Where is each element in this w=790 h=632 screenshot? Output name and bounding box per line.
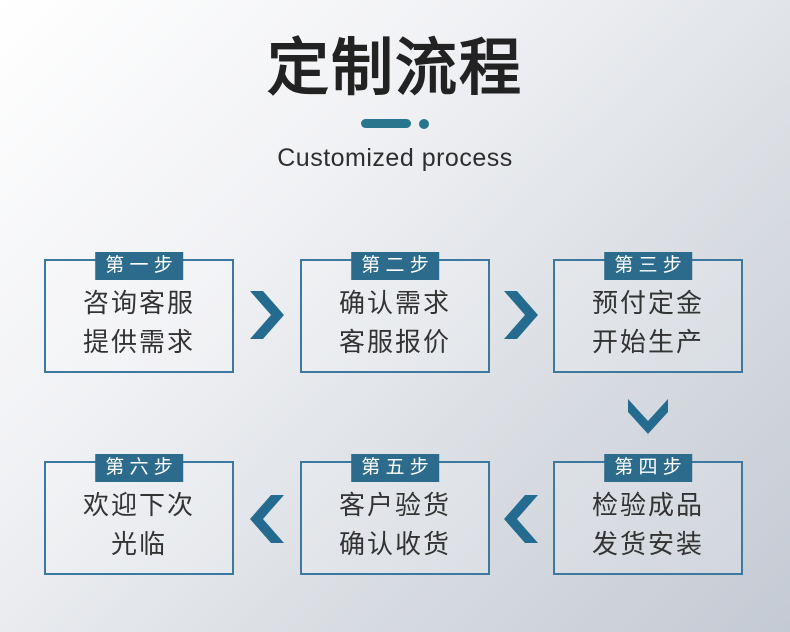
divider-bar-icon <box>361 119 411 128</box>
step-4-line2: 发货安装 <box>591 529 704 559</box>
page-subtitle: Customized process <box>277 143 513 172</box>
title-divider <box>0 118 790 129</box>
step-2-line2: 客服报价 <box>338 327 451 357</box>
step-4-badge: 第 四 步 <box>604 454 692 482</box>
step-box-2: 第 二 步 确认需求 客服报价 <box>300 252 490 373</box>
page-title: 定制流程 <box>266 34 523 103</box>
step-3-line1: 预付定金 <box>591 288 704 318</box>
arrow-down-icon <box>628 399 668 434</box>
step-box-3: 第 三 步 预付定金 开始生产 <box>553 252 743 373</box>
step-5-line2: 确认收货 <box>338 529 451 559</box>
step-box-5: 第 五 步 客户验货 确认收货 <box>300 454 490 575</box>
arrow-right-icon <box>504 291 538 339</box>
arrow-left-icon <box>504 495 538 543</box>
step-6-line2: 光临 <box>110 529 167 559</box>
step-box-4: 第 四 步 检验成品 发货安装 <box>553 454 743 575</box>
step-6-badge: 第 六 步 <box>95 454 183 482</box>
divider-dot-icon <box>419 118 429 129</box>
step-4-line1: 检验成品 <box>591 490 704 520</box>
arrow-right-icon <box>250 291 284 339</box>
step-5-line1: 客户验货 <box>338 490 451 520</box>
step-2-line1: 确认需求 <box>338 288 451 318</box>
step-3-badge: 第 三 步 <box>604 252 692 280</box>
header: 定制流程 Customized process <box>0 0 790 173</box>
step-6-line1: 欢迎下次 <box>82 490 195 520</box>
step-3-line2: 开始生产 <box>591 327 704 357</box>
step-1-line2: 提供需求 <box>82 327 195 357</box>
step-1-line1: 咨询客服 <box>82 288 195 318</box>
step-box-6: 第 六 步 欢迎下次 光临 <box>44 454 234 575</box>
step-2-badge: 第 二 步 <box>351 252 439 280</box>
step-box-1: 第 一 步 咨询客服 提供需求 <box>44 252 234 373</box>
step-1-badge: 第 一 步 <box>95 252 183 280</box>
step-5-badge: 第 五 步 <box>351 454 439 482</box>
arrow-left-icon <box>250 495 284 543</box>
